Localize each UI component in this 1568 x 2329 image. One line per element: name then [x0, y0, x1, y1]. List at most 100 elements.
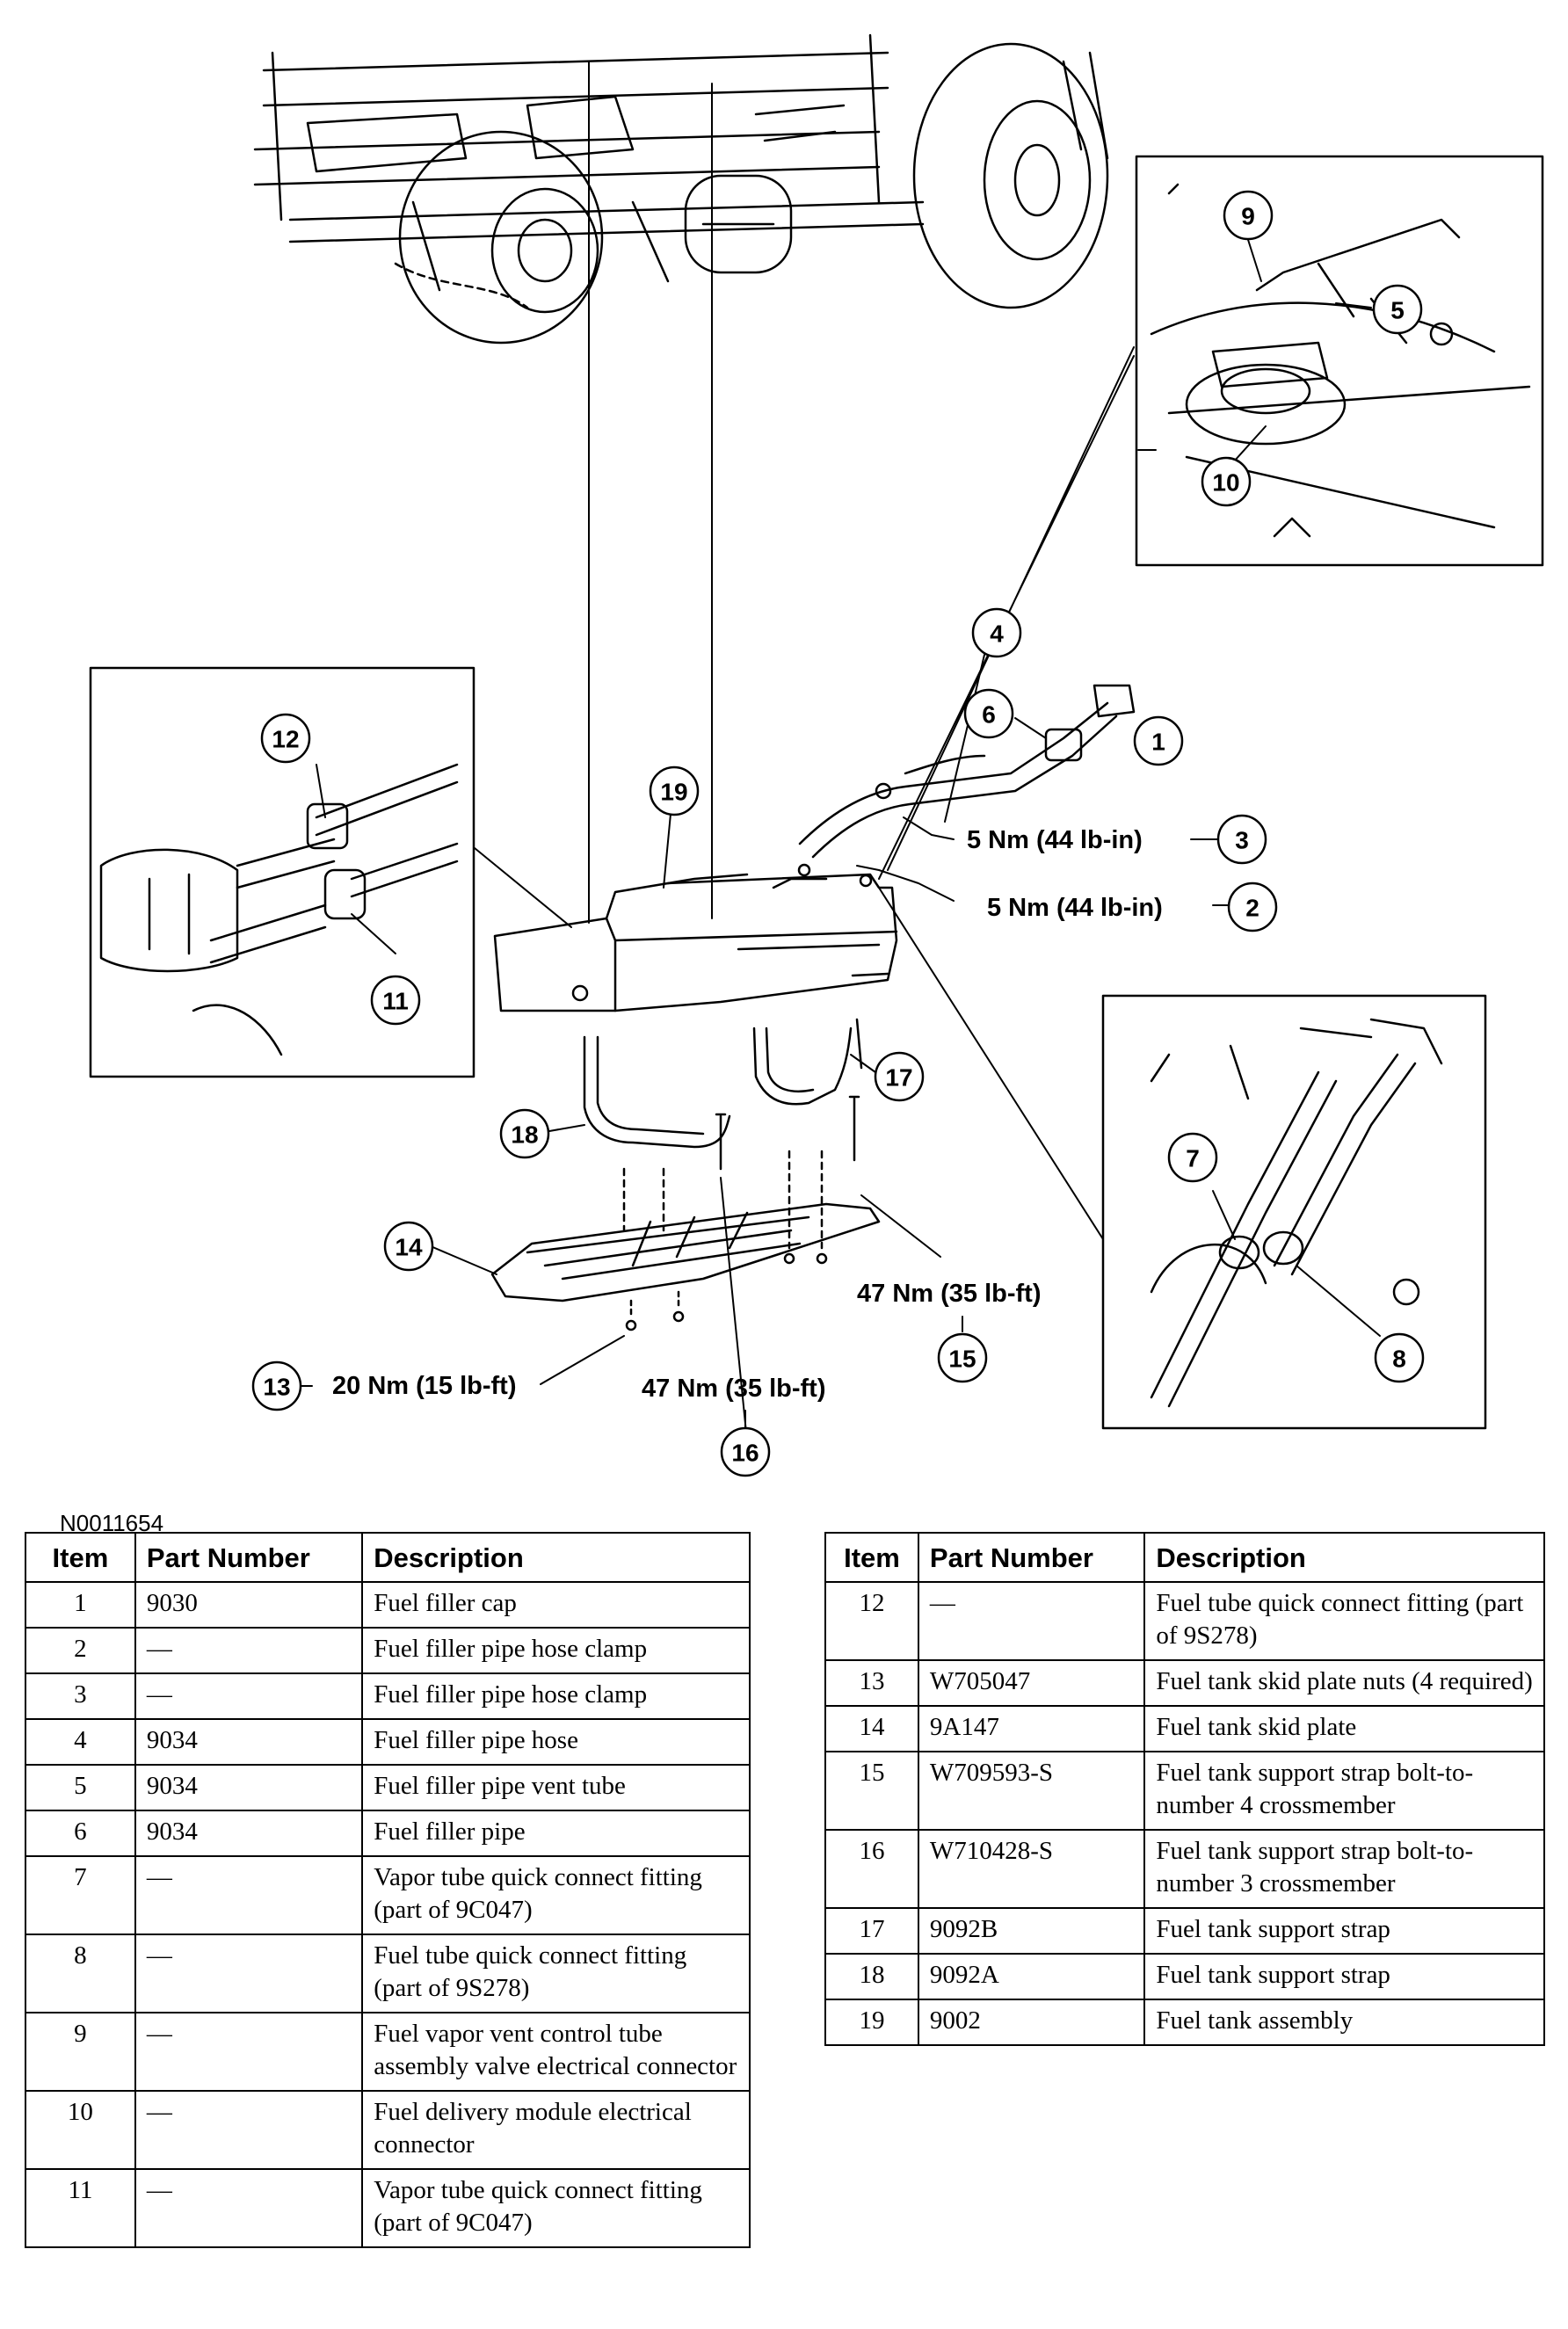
description-cell: Fuel tank support strap bolt-to-number 4…	[1143, 1751, 1545, 1831]
part-number-cell: 9092A	[917, 1953, 1146, 2000]
part-number-cell: 9034	[134, 1718, 364, 1766]
part-number-cell: 9034	[134, 1810, 364, 1857]
header-item: Item	[25, 1532, 136, 1583]
table-header-row: Item Part Number Description	[824, 1532, 1545, 1583]
table-header-row: Item Part Number Description	[25, 1532, 751, 1583]
callout-circle-5	[1372, 284, 1423, 335]
vehicle-underbody-drawing	[253, 33, 1109, 345]
description-cell: Fuel tank skid plate	[1143, 1705, 1545, 1752]
part-number-cell: W710428-S	[917, 1829, 1146, 1909]
item-cell: 4	[25, 1718, 136, 1766]
header-item: Item	[824, 1532, 919, 1583]
part-number-cell: —	[134, 2090, 364, 2170]
item-cell: 13	[824, 1659, 919, 1707]
description-cell: Vapor tube quick connect fitting (part o…	[361, 2168, 751, 2248]
description-cell: Vapor tube quick connect fitting (part o…	[361, 1855, 751, 1935]
filler-pipe-drawing	[798, 684, 1136, 888]
callout-label-4: 4	[990, 620, 1004, 648]
item-cell: 14	[824, 1705, 919, 1752]
callout-circle-1	[1133, 715, 1184, 766]
item-cell: 19	[824, 1999, 919, 2046]
part-number-cell: —	[134, 2168, 364, 2248]
support-straps-drawing	[583, 1018, 863, 1149]
description-cell: Fuel tank support strap bolt-to-number 3…	[1143, 1829, 1545, 1909]
fasteners-drawing	[622, 1095, 860, 1331]
callout-label-10: 10	[1212, 469, 1239, 497]
callout-label-14: 14	[395, 1234, 423, 1261]
parts-table-right: Item Part Number Description 12—Fuel tub…	[824, 1532, 1545, 2046]
callout-circle-12	[260, 713, 311, 764]
item-cell: 15	[824, 1751, 919, 1831]
callout-circle-14	[383, 1221, 434, 1272]
header-part-number: Part Number	[134, 1532, 364, 1583]
callout-circle-8	[1374, 1332, 1425, 1383]
description-cell: Fuel filler pipe	[361, 1810, 751, 1857]
item-cell: 2	[25, 1627, 136, 1674]
part-number-cell: —	[134, 1672, 364, 1720]
callout-label-8: 8	[1392, 1346, 1406, 1373]
torque-label-15: 47 Nm (35 lb-ft)	[857, 1280, 1041, 1308]
header-part-number: Part Number	[917, 1532, 1146, 1583]
table-row: 7—Vapor tube quick connect fitting (part…	[25, 1855, 751, 1935]
callout-label-6: 6	[982, 701, 996, 729]
callout-circle-16	[720, 1426, 771, 1477]
callout-label-2: 2	[1245, 895, 1259, 922]
callout-label-17: 17	[885, 1064, 912, 1092]
torque-label-16: 47 Nm (35 lb-ft)	[642, 1375, 825, 1403]
table-row: 3—Fuel filler pipe hose clamp	[25, 1672, 751, 1720]
item-cell: 9	[25, 2012, 136, 2092]
callout-label-15: 15	[948, 1346, 976, 1373]
callout-circle-19	[649, 765, 700, 816]
header-description: Description	[361, 1532, 751, 1583]
part-number-cell: W705047	[917, 1659, 1146, 1707]
item-cell: 17	[824, 1907, 919, 1955]
description-cell: Fuel delivery module electrical connecto…	[361, 2090, 751, 2170]
callout-circle-9	[1223, 190, 1274, 241]
callout-circle-3	[1216, 814, 1267, 865]
callout-label-7: 7	[1186, 1145, 1200, 1172]
item-cell: 8	[25, 1934, 136, 2013]
description-cell: Fuel filler cap	[361, 1581, 751, 1629]
part-number-cell: —	[134, 1627, 364, 1674]
callout-circle-13	[251, 1360, 302, 1411]
callout-label-9: 9	[1241, 203, 1255, 230]
description-cell: Fuel tank support strap	[1143, 1953, 1545, 2000]
callout-circle-11	[370, 975, 421, 1026]
inset-quick-connects	[89, 666, 475, 1078]
torque-label-2: 5 Nm (44 lb-in)	[987, 894, 1163, 922]
callout-circle-2	[1227, 882, 1278, 932]
inset-fuel-module	[1135, 155, 1544, 567]
description-cell: Fuel filler pipe vent tube	[361, 1764, 751, 1811]
figure-id: N0011654	[60, 1510, 164, 1536]
table-row: 9—Fuel vapor vent control tube assembly …	[25, 2012, 751, 2092]
leader-lines	[298, 225, 1381, 1442]
inset-vapor-fuel-fittings	[1101, 994, 1487, 1430]
item-cell: 5	[25, 1764, 136, 1811]
exploded-view-diagram: 1 2 3 4 5 6 7 8 9 10 11 12 13 14 15 16 1…	[89, 33, 1544, 1477]
item-cell: 11	[25, 2168, 136, 2248]
description-cell: Fuel tank support strap	[1143, 1907, 1545, 1955]
callout-circle-4	[971, 607, 1022, 658]
torque-label-3: 5 Nm (44 lb-in)	[967, 826, 1143, 854]
item-cell: 1	[25, 1581, 136, 1629]
callout-circle-6	[963, 688, 1014, 739]
part-number-cell: —	[134, 1934, 364, 2013]
item-cell: 10	[25, 2090, 136, 2170]
table-row: 8—Fuel tube quick connect fitting (part …	[25, 1934, 751, 2013]
table-row: 11—Vapor tube quick connect fitting (par…	[25, 2168, 751, 2248]
torque-label-13: 20 Nm (15 lb-ft)	[332, 1372, 516, 1400]
callout-label-12: 12	[272, 726, 299, 753]
part-number-cell: 9A147	[917, 1705, 1146, 1752]
callout-circle-10	[1201, 456, 1252, 507]
callout-label-19: 19	[660, 779, 687, 806]
header-description: Description	[1143, 1532, 1545, 1583]
description-cell: Fuel filler pipe hose clamp	[361, 1627, 751, 1674]
callout-label-16: 16	[731, 1440, 759, 1467]
